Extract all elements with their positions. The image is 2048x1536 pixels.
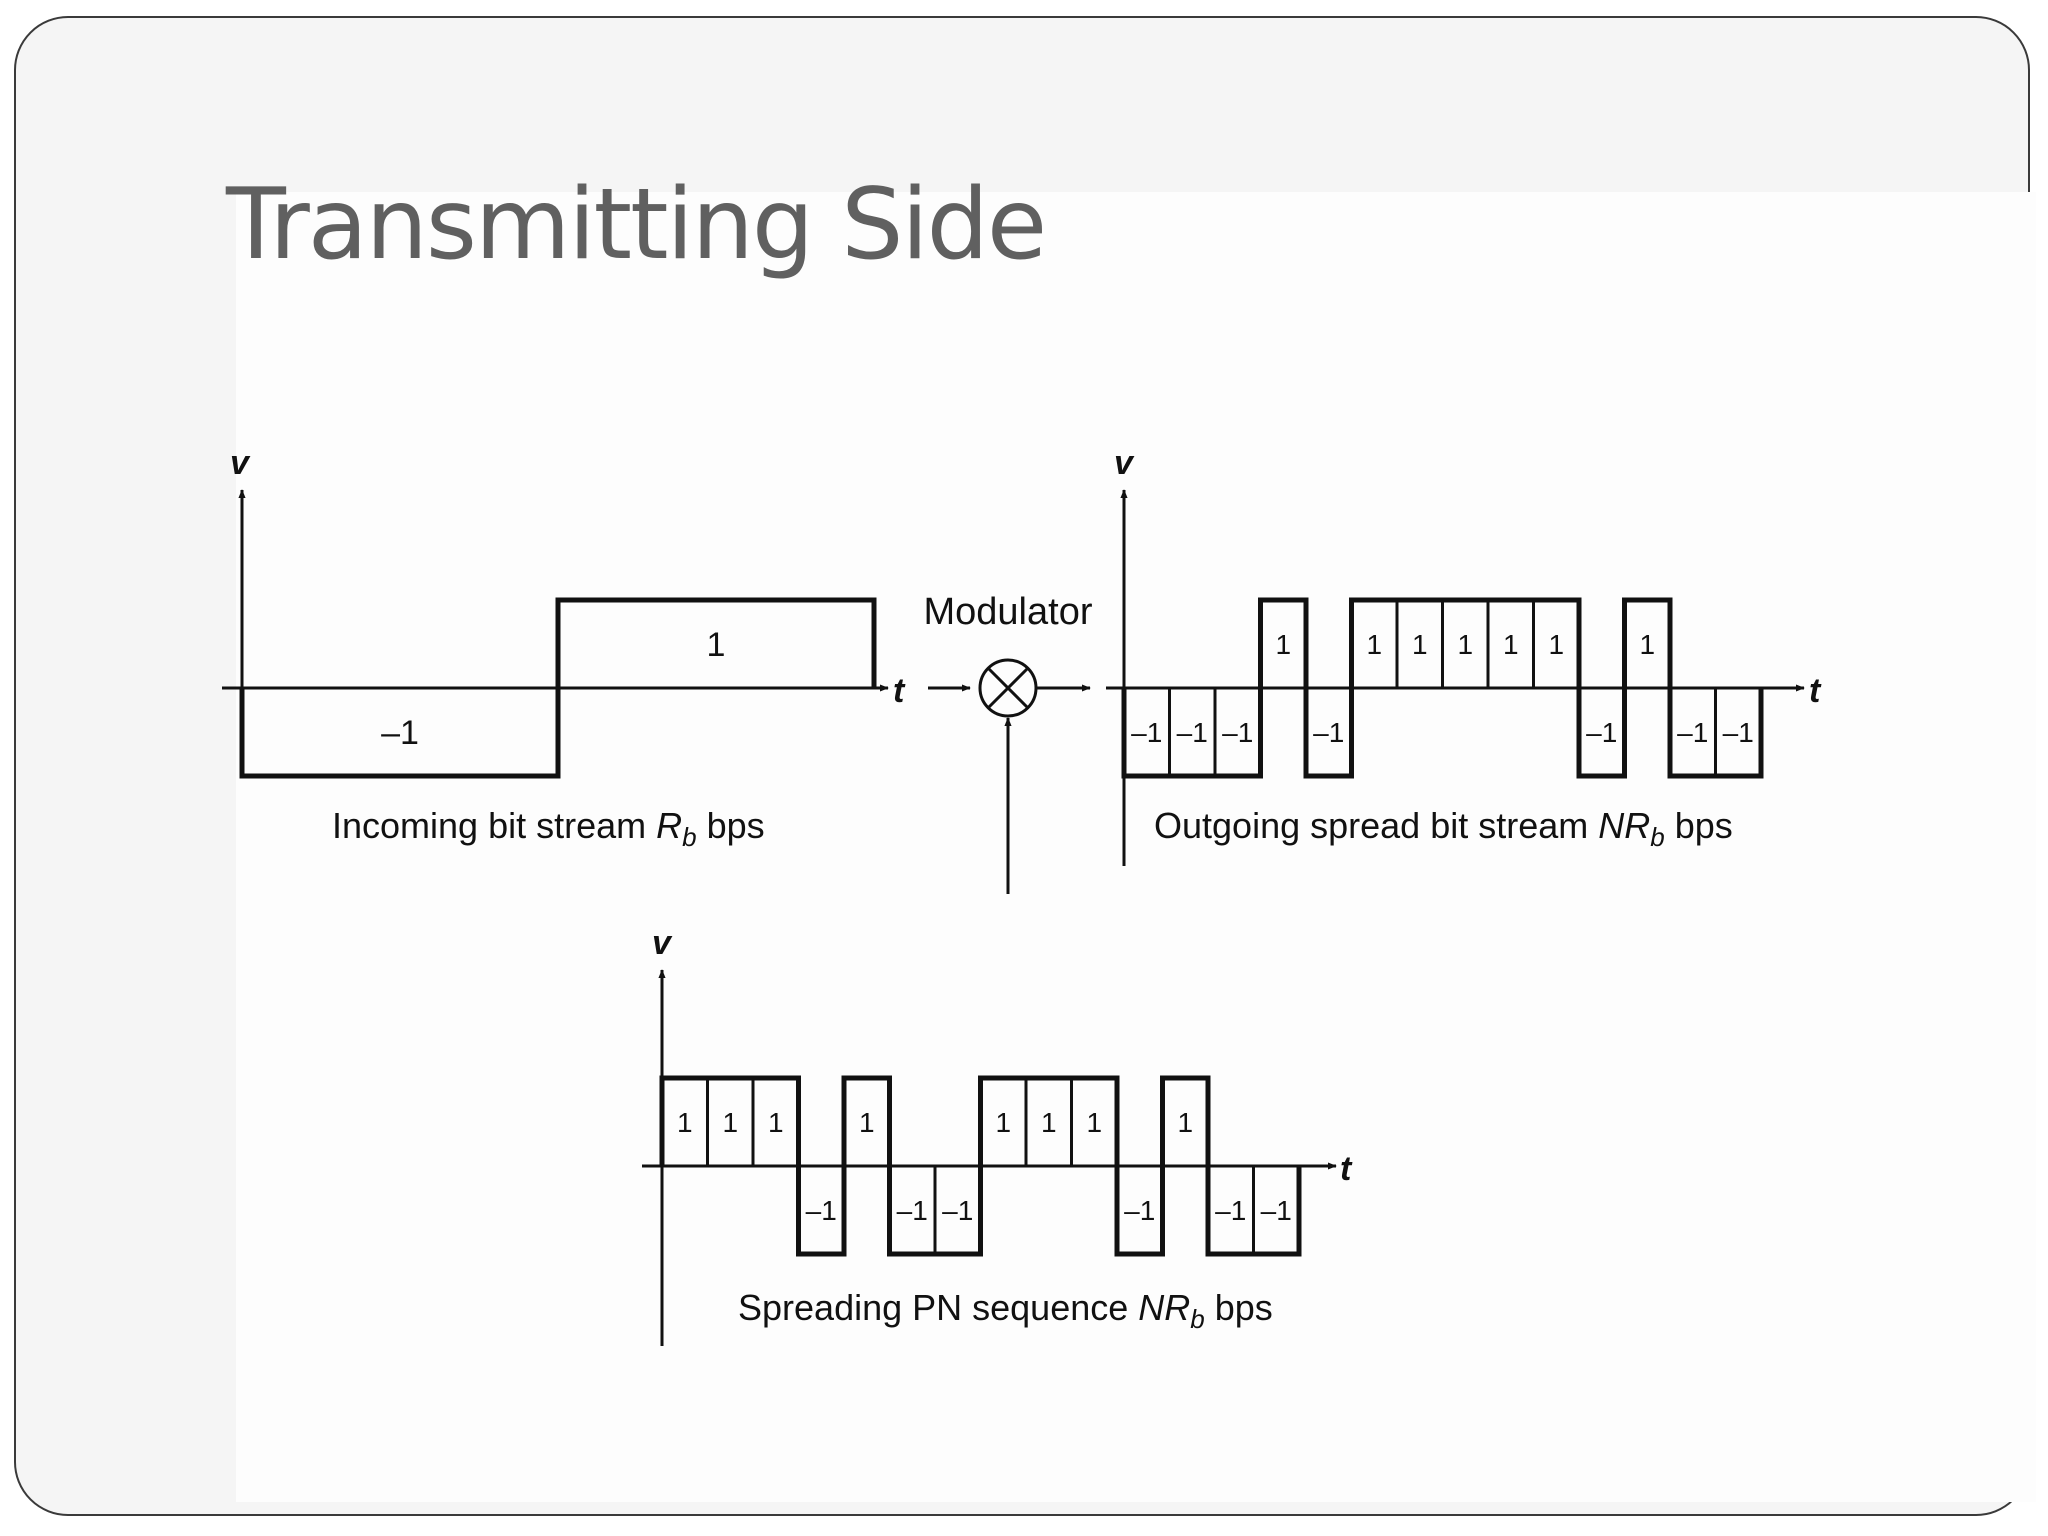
outgoing-chip-label-8: 1 <box>1503 629 1519 660</box>
incoming-t-label: t <box>893 672 906 710</box>
outgoing-t-label: t <box>1809 672 1822 710</box>
pn-chip-label-13: –1 <box>1261 1195 1292 1226</box>
pn-chip-label-1: 1 <box>722 1107 738 1138</box>
pn-chip-label-8: 1 <box>1041 1107 1057 1138</box>
outgoing-chip-label-3: 1 <box>1275 629 1291 660</box>
slide-title: Transmitting Side <box>226 168 1047 282</box>
incoming-bits: –1 1 <box>239 597 877 779</box>
outgoing-chip-waveform-line <box>1121 597 1764 779</box>
outgoing-chip-label-11: 1 <box>1639 629 1655 660</box>
outgoing-chip-label-13: –1 <box>1723 717 1754 748</box>
incoming-caption: Incoming bit stream Rb bps <box>332 805 765 852</box>
outgoing-v-label: v <box>1114 444 1135 482</box>
outgoing-chip-label-4: –1 <box>1313 717 1344 748</box>
pn-chip-waveform-line <box>659 1075 1302 1257</box>
outgoing-chip-label-6: 1 <box>1412 629 1428 660</box>
outgoing-chip-label-5: 1 <box>1366 629 1382 660</box>
pn-chip-label-9: 1 <box>1086 1107 1102 1138</box>
pn-chip-label-0: 1 <box>677 1107 693 1138</box>
pn-v-label: v <box>652 924 673 962</box>
incoming-waveform-panel: v t –1 1 Incoming bit stream Rb bps <box>222 444 906 852</box>
pn-chip-label-2: 1 <box>768 1107 784 1138</box>
pn-chip-label-10: –1 <box>1124 1195 1155 1226</box>
pn-chip-label-5: –1 <box>897 1195 928 1226</box>
incoming-bit-label-1: 1 <box>707 626 726 664</box>
pn-chip-label-12: –1 <box>1215 1195 1246 1226</box>
modulator-block: Modulator <box>924 591 1093 894</box>
pn-chip-label-3: –1 <box>806 1195 837 1226</box>
pn-chip-label-4: 1 <box>859 1107 875 1138</box>
pn-t-label: t <box>1340 1150 1353 1188</box>
pn-chip-label-7: 1 <box>995 1107 1011 1138</box>
outgoing-chip-label-1: –1 <box>1177 717 1208 748</box>
figure-background <box>236 192 2036 1502</box>
outgoing-chip-label-12: –1 <box>1677 717 1708 748</box>
modulator-label: Modulator <box>924 591 1093 633</box>
outgoing-chip-label-0: –1 <box>1131 717 1162 748</box>
incoming-bit-waveform-line <box>239 597 877 779</box>
outgoing-chip-label-10: –1 <box>1586 717 1617 748</box>
pn-chip-label-6: –1 <box>942 1195 973 1226</box>
outgoing-chip-label-7: 1 <box>1457 629 1473 660</box>
incoming-v-label: v <box>230 444 251 482</box>
pn-caption: Spreading PN sequence NRb bps <box>738 1287 1273 1334</box>
outgoing-chip-label-2: –1 <box>1222 717 1253 748</box>
incoming-bit-label-0: –1 <box>381 714 419 752</box>
pn-chip-label-11: 1 <box>1177 1107 1193 1138</box>
outgoing-chip-label-9: 1 <box>1548 629 1564 660</box>
outgoing-caption: Outgoing spread bit stream NRb bps <box>1154 805 1733 852</box>
